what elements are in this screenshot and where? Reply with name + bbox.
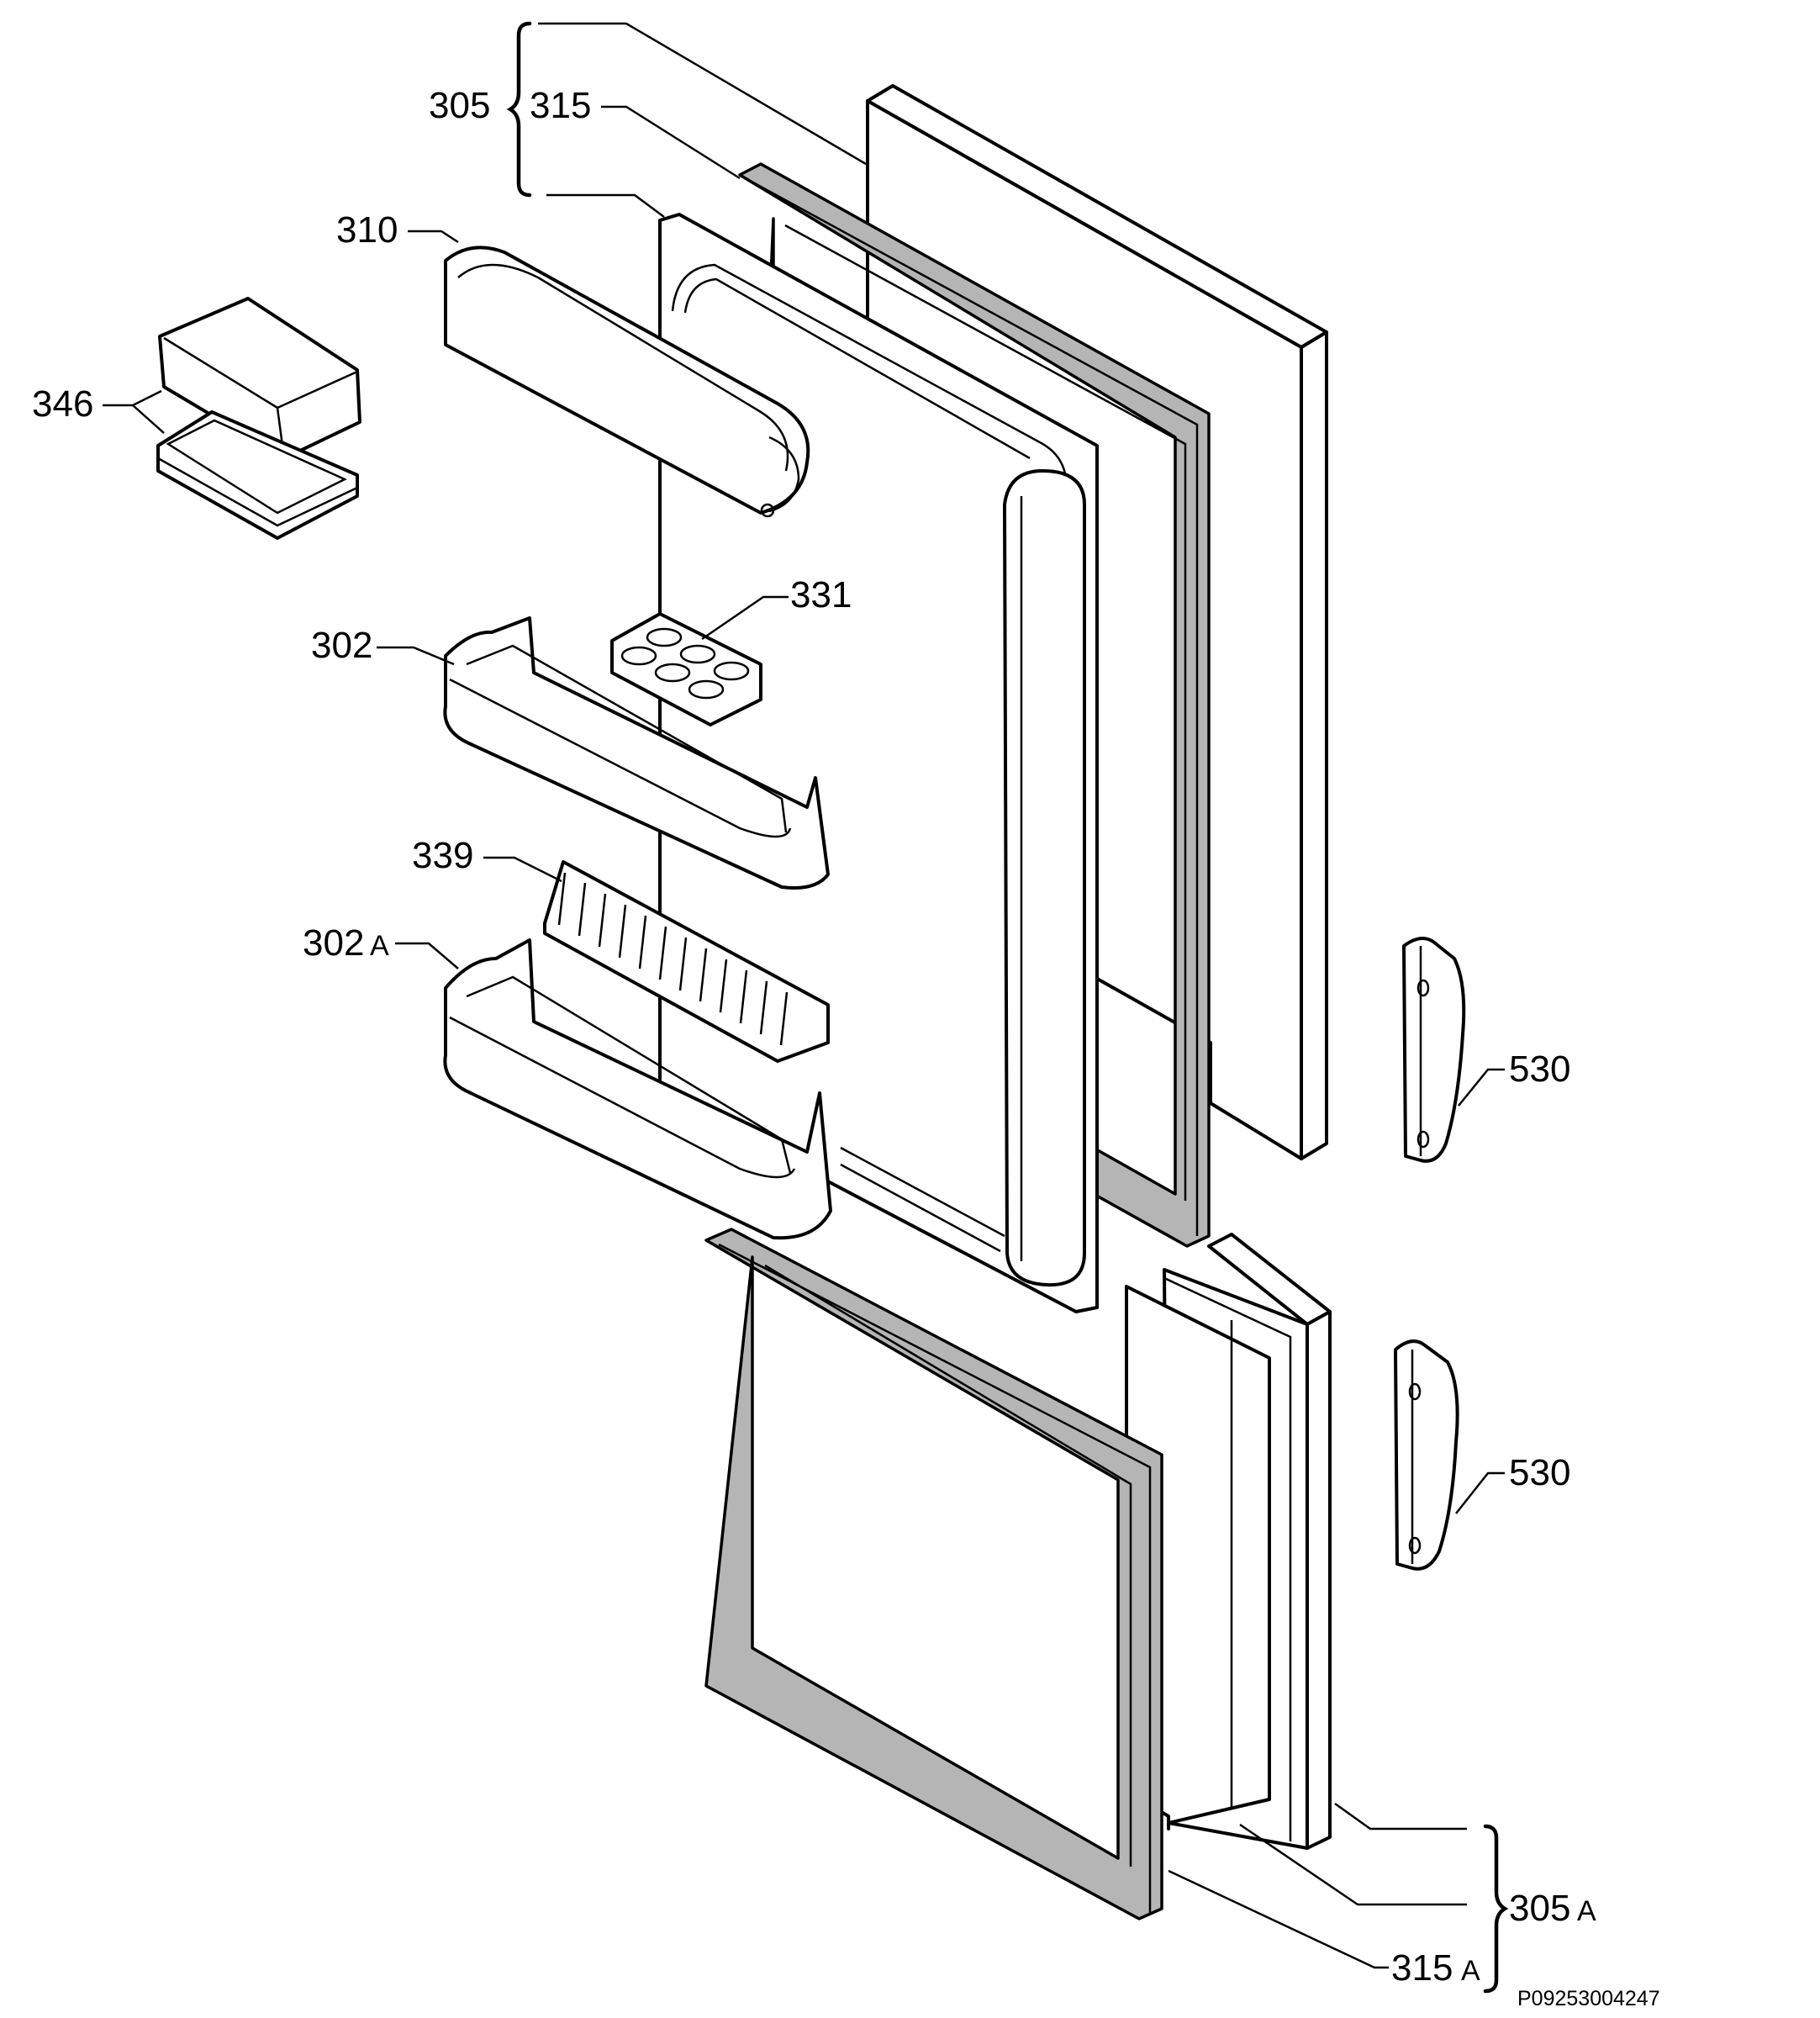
upper-door-vertical-rail — [1003, 469, 1086, 1287]
door-bin-lower — [443, 938, 832, 1240]
label-315: 315 — [530, 85, 591, 126]
label-305a-suffix: A — [1577, 1895, 1596, 1927]
door-shelf-cover — [444, 246, 810, 518]
label-302: 302 — [311, 625, 372, 666]
label-302a-suffix: A — [370, 930, 389, 962]
label-310: 310 — [336, 209, 398, 251]
egg-tray — [610, 612, 762, 726]
diagram-reference-code: P09253004247 — [1517, 1987, 1660, 2010]
door-handle-bottom — [1394, 1339, 1459, 1571]
lower-door-gasket — [704, 1228, 1163, 1920]
label-331: 331 — [790, 574, 852, 615]
label-530-bottom: 530 — [1509, 1452, 1570, 1493]
label-339: 339 — [412, 835, 473, 876]
ribbed-flap — [543, 860, 830, 1063]
door-handle-top — [1402, 937, 1466, 1163]
label-346: 346 — [32, 383, 93, 425]
label-315a: 315 — [1391, 1947, 1453, 1989]
storage-box-with-lid — [156, 297, 361, 540]
label-315a-suffix: A — [1461, 1955, 1480, 1987]
door-bin-upper — [443, 616, 830, 890]
leader-lines — [103, 22, 1505, 1969]
brace-305 — [506, 21, 532, 198]
label-305: 305 — [429, 85, 490, 126]
label-305a: 305 — [1509, 1888, 1570, 1929]
part-labels: 305 315 310 346 331 302 339 302 A 530 53… — [32, 85, 1660, 2010]
label-530-top: 530 — [1509, 1049, 1570, 1090]
label-302a: 302 — [303, 922, 364, 964]
brace-305a — [1483, 1824, 1509, 1994]
